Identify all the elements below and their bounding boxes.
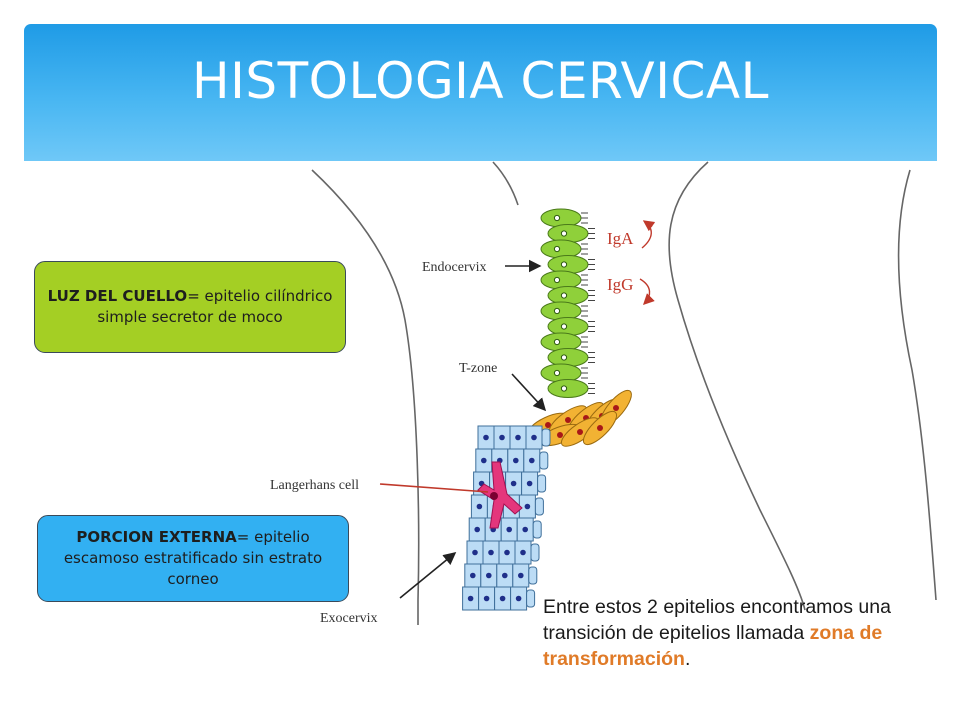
title-banner: HISTOLOGIA CERVICAL xyxy=(24,24,937,161)
transformation-zone-note: Entre estos 2 epitelios encontramos una … xyxy=(543,594,943,672)
squamous-cell xyxy=(493,425,511,450)
squamous-cell xyxy=(468,517,486,542)
squamous-cell xyxy=(514,540,532,565)
columnar-cell xyxy=(547,255,595,274)
tzone-cell xyxy=(582,410,618,446)
squamous-cell xyxy=(512,563,530,588)
squamous-cell xyxy=(477,425,495,450)
squamous-epithelium xyxy=(462,425,551,611)
luz-del-cuello-desc: = epitelio cilíndrico simple secretor de… xyxy=(97,287,333,326)
cervix-outline-right xyxy=(668,161,806,611)
porcion-externa-desc: = epitelio escamoso estratificado sin es… xyxy=(63,528,323,588)
tzone-arrow xyxy=(511,373,547,412)
columnar-cell xyxy=(540,270,588,290)
squamous-cell xyxy=(525,425,543,450)
squamous-cell xyxy=(507,448,525,473)
squamous-cell xyxy=(510,586,528,611)
note-text: Entre estos 2 epitelios encontramos una … xyxy=(543,596,891,644)
exocervix-label: Exocervix xyxy=(320,611,378,626)
squamous-cell xyxy=(498,540,516,565)
squamous-cell xyxy=(475,448,493,473)
luz-del-cuello-title: LUZ DEL CUELLO xyxy=(47,287,188,305)
squamous-cell xyxy=(523,448,541,473)
squamous-cell-flat xyxy=(537,474,547,493)
slide-title: HISTOLOGIA CERVICAL xyxy=(192,52,769,110)
squamous-cell xyxy=(478,586,496,611)
iga-arrow xyxy=(641,220,656,249)
columnar-epithelium xyxy=(540,208,595,398)
columnar-cell xyxy=(547,379,595,398)
squamous-cell-flat xyxy=(532,520,542,539)
squamous-cell xyxy=(516,517,534,542)
exocervix-arrow xyxy=(399,551,457,599)
squamous-cell-flat xyxy=(530,543,540,562)
iga-label: IgA xyxy=(607,229,634,248)
squamous-cell-flat xyxy=(526,589,536,608)
igg-arrow xyxy=(639,278,655,305)
luz-del-cuello-callout: LUZ DEL CUELLO= epitelio cilíndrico simp… xyxy=(34,261,346,353)
squamous-cell xyxy=(482,540,500,565)
langerhans-label: Langerhans cell xyxy=(270,478,359,493)
squamous-cell xyxy=(496,563,514,588)
cervix-outline-canal xyxy=(492,161,519,206)
columnar-cell xyxy=(547,317,595,336)
porcion-externa-title: PORCION EXTERNA xyxy=(76,528,237,546)
squamous-cell xyxy=(494,586,512,611)
columnar-cell xyxy=(547,286,595,305)
tzone-label: T-zone xyxy=(459,361,497,376)
squamous-cell-flat xyxy=(528,566,538,585)
squamous-cell-flat xyxy=(539,451,549,470)
squamous-cell xyxy=(509,425,527,450)
porcion-externa-callout: PORCION EXTERNA= epitelio escamoso estra… xyxy=(37,515,349,602)
note-highlight: zona de transformación xyxy=(543,622,883,670)
squamous-cell xyxy=(470,494,488,519)
igg-label: IgG xyxy=(607,275,633,294)
squamous-cell-flat xyxy=(534,497,544,516)
squamous-cell xyxy=(480,563,498,588)
squamous-cell xyxy=(462,586,480,611)
squamous-cell xyxy=(518,494,536,519)
squamous-cell xyxy=(466,540,484,565)
cervix-outline-far-right xyxy=(897,169,937,601)
langerhans-cell xyxy=(477,461,523,529)
squamous-cell xyxy=(505,471,523,496)
squamous-cell xyxy=(464,563,482,588)
squamous-cell xyxy=(500,517,518,542)
cervix-outline-left xyxy=(311,169,420,625)
squamous-cell xyxy=(521,471,539,496)
squamous-cell-flat xyxy=(541,428,551,447)
langerhans-line xyxy=(379,483,489,493)
endocervix-label: Endocervix xyxy=(422,260,487,275)
columnar-cell xyxy=(547,348,595,367)
columnar-cell xyxy=(547,224,595,243)
note-end: . xyxy=(684,648,691,670)
